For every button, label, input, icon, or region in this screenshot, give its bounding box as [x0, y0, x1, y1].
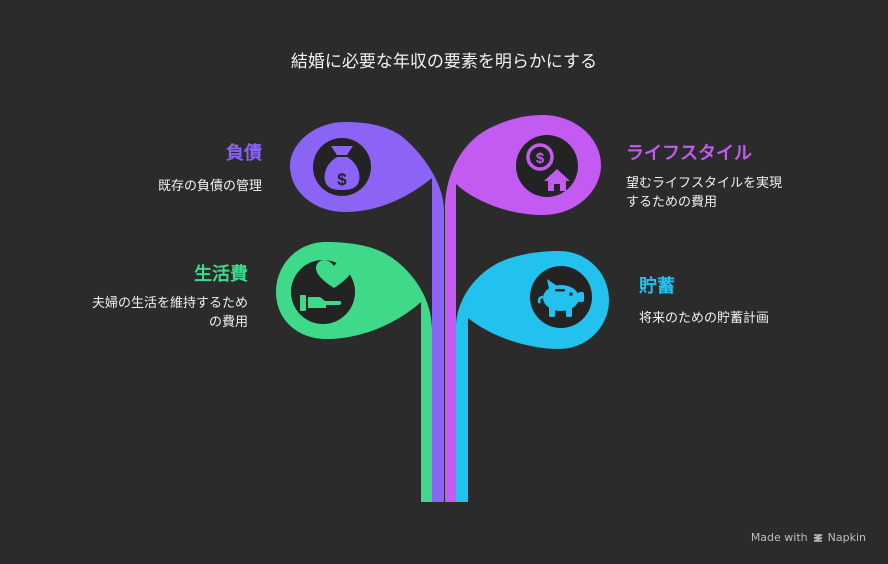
label-living: 生活費: [194, 264, 248, 285]
desc-lifestyle-line2: するための費用: [626, 195, 718, 210]
branch-lifestyle: [445, 115, 601, 502]
desc-lifestyle-line1: 望むライフスタイルを実現: [626, 176, 783, 191]
napkin-brand: Napkin: [827, 531, 866, 544]
branch-debt: [290, 122, 444, 502]
money-bag-icon: $: [324, 146, 360, 190]
made-with-napkin: Made with Napkin: [751, 531, 866, 544]
desc-living-line1: 夫婦の生活を維持するため: [91, 296, 248, 311]
desc-debt: 既存の負債の管理: [157, 179, 262, 194]
page-title: 結婚に必要な年収の要素を明らかにする: [290, 52, 598, 72]
label-debt: 負債: [226, 143, 262, 164]
desc-savings: 将来のための貯蓄計画: [639, 311, 770, 326]
label-savings: 貯蓄: [639, 276, 675, 297]
desc-living: 夫婦の生活を維持するため の費用: [92, 294, 248, 332]
hand-heart-icon: [300, 260, 352, 311]
label-lifestyle: ライフスタイル: [626, 143, 752, 164]
piggy-bank-icon: [537, 279, 584, 317]
house-dollar-icon: $: [526, 143, 570, 191]
made-with-text: Made with: [750, 531, 808, 544]
svg-text:$: $: [337, 170, 347, 189]
svg-text:$: $: [536, 150, 545, 167]
desc-living-line2: の費用: [208, 315, 248, 330]
desc-lifestyle: 望むライフスタイルを実現 するための費用: [626, 174, 782, 212]
napkin-logo-icon: [813, 533, 822, 542]
